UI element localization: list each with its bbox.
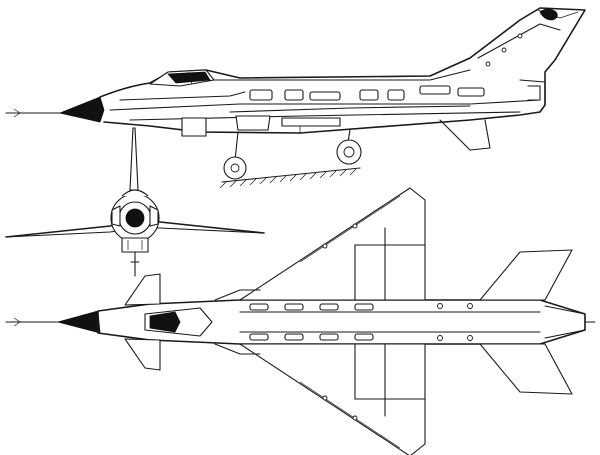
front-view bbox=[5, 127, 265, 277]
top-right-canard bbox=[124, 338, 161, 371]
top-left-tailplane bbox=[479, 249, 573, 301]
top-left-canard bbox=[124, 273, 161, 306]
side-fuselage bbox=[99, 7, 586, 134]
side-radome bbox=[58, 96, 105, 123]
front-right-wing bbox=[145, 218, 265, 234]
front-left-wing bbox=[5, 221, 125, 238]
top-left-wing bbox=[239, 187, 426, 301]
front-radome bbox=[125, 208, 145, 228]
top-radome bbox=[56, 310, 101, 334]
front-fin bbox=[129, 127, 139, 191]
side-ground-line bbox=[221, 167, 361, 183]
side-landing-gear bbox=[223, 129, 362, 180]
top-right-tailplane bbox=[479, 343, 573, 395]
side-store-pod bbox=[181, 117, 207, 137]
side-view bbox=[5, 7, 586, 189]
top-view bbox=[5, 187, 596, 455]
